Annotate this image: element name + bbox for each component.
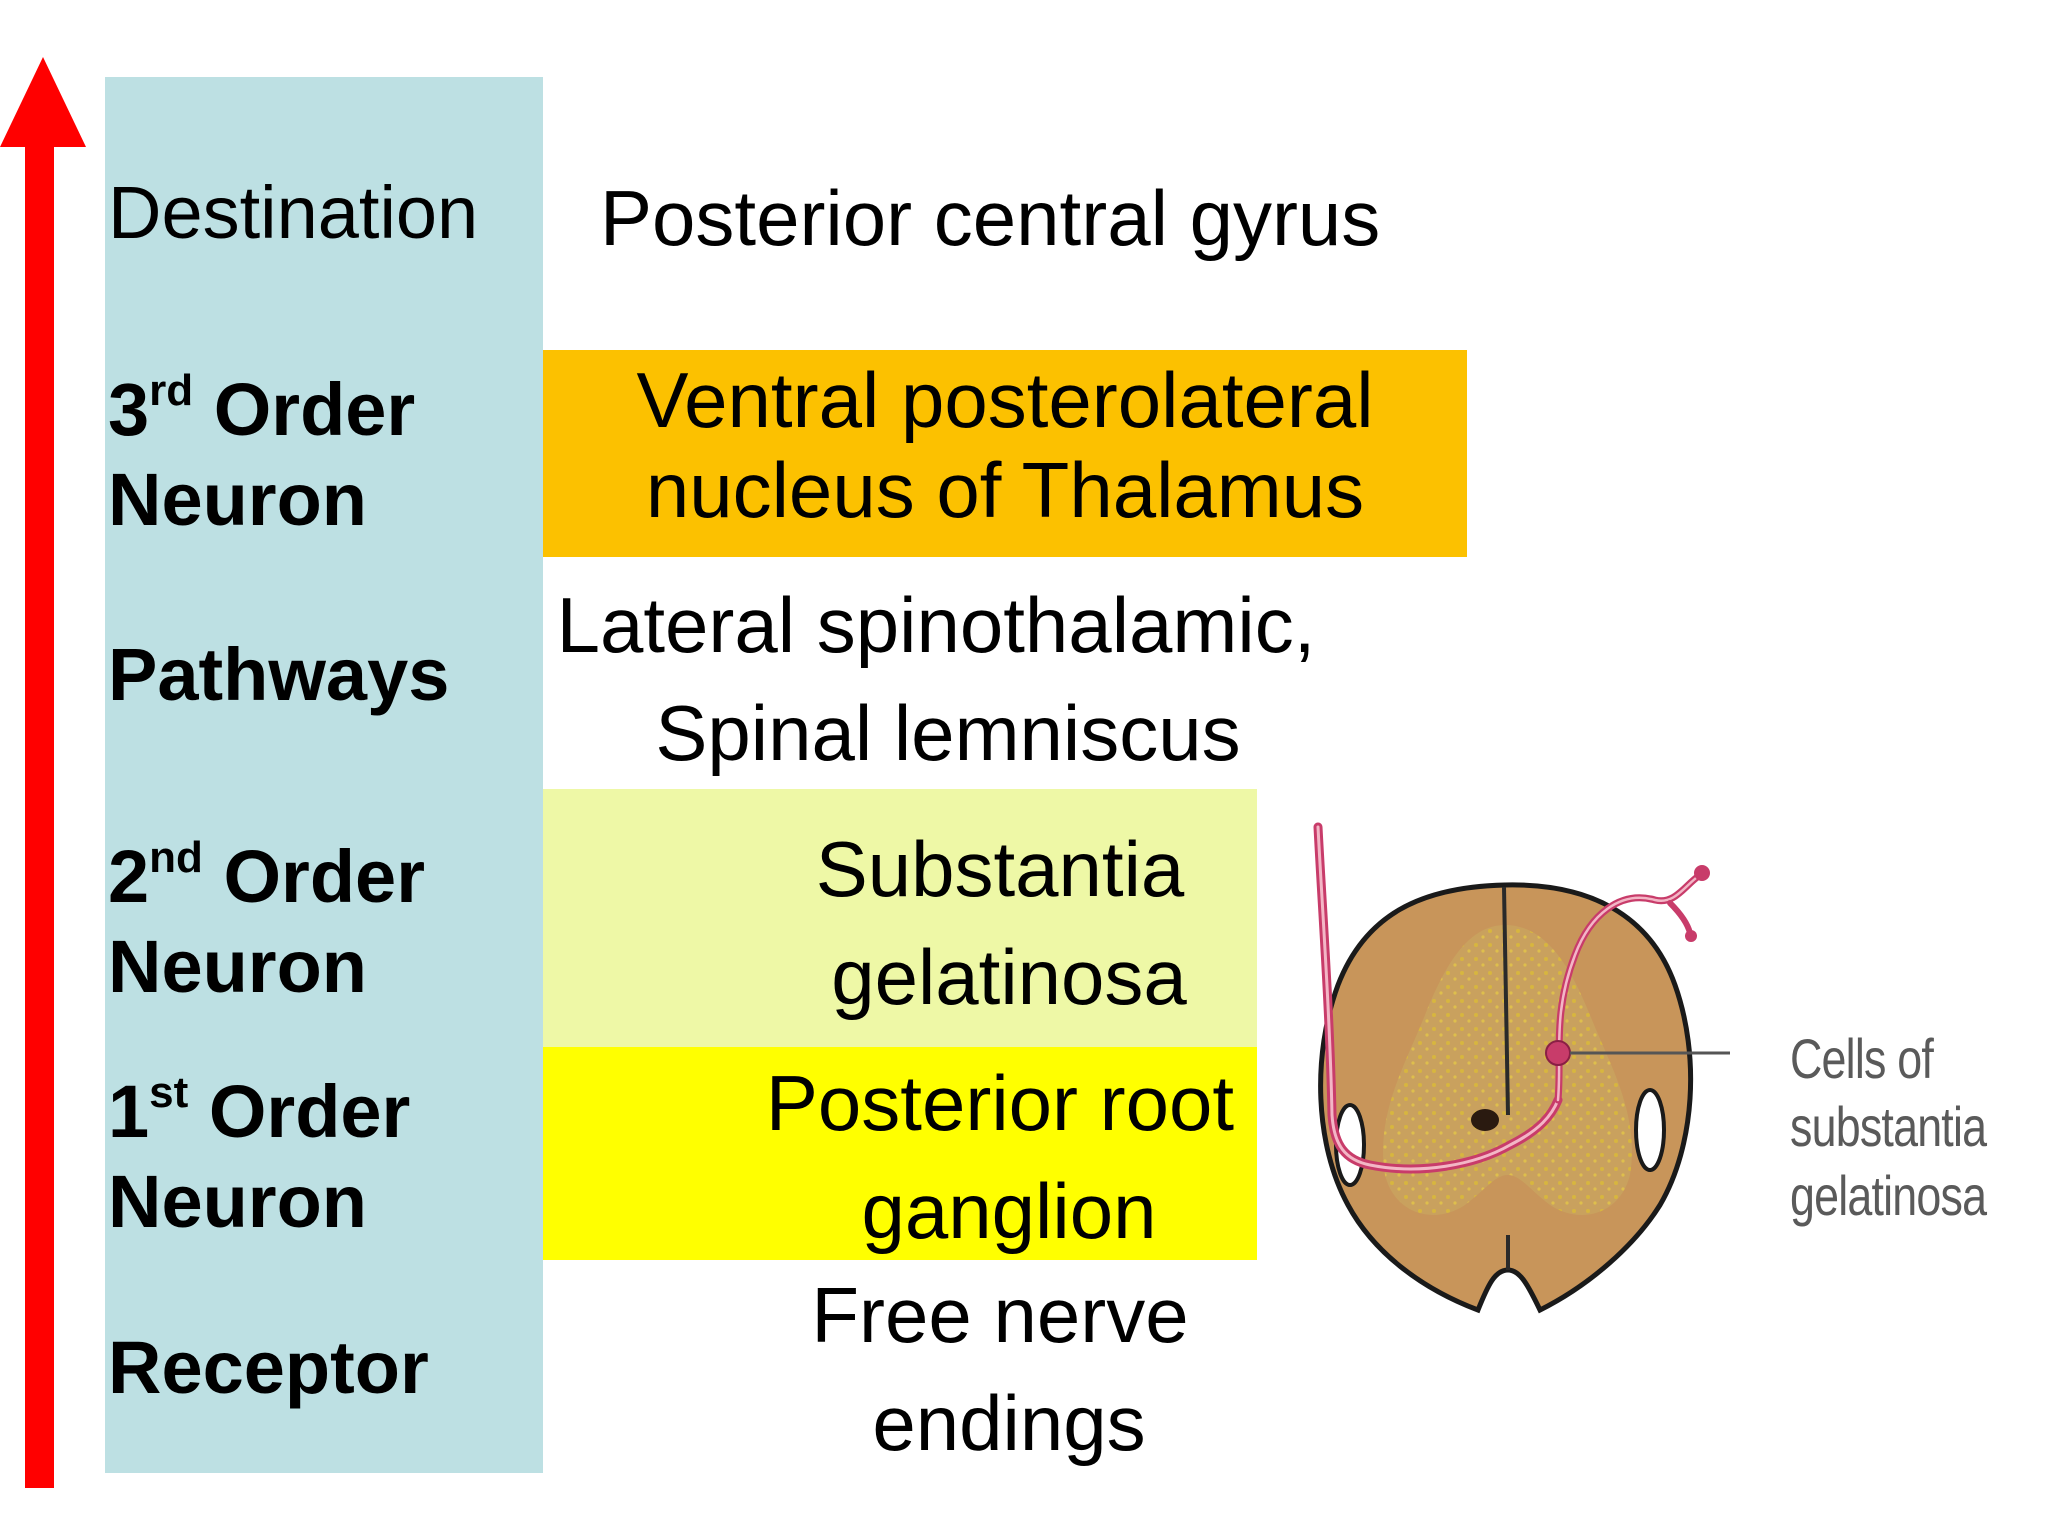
third-order-box [543, 350, 1467, 557]
second-sup: nd [149, 833, 203, 882]
caption-line1: Cells of [1790, 1027, 1934, 1090]
value-third-order: Ventral posterolateral nucleus of Thalam… [543, 356, 1467, 535]
receptor-line1: Free nerve [811, 1271, 1189, 1359]
value-pathways: Lateral spinothalamic, Spinal lemniscus [543, 572, 1467, 787]
substantia-gelatinosa-cell [1545, 1040, 1571, 1066]
third-sup: rd [149, 366, 194, 415]
first-num: 1 [108, 1070, 150, 1153]
nerve-fiber-left-inner [1316, 825, 1560, 1171]
value-second-order: Substantia gelatinosa [700, 816, 1300, 1031]
label-second-order-neuron: 2nd Order Neuron [108, 832, 425, 1013]
second-line1: Substantia [815, 825, 1185, 913]
third-line2: nucleus of Thalamus [645, 445, 1365, 534]
receptor-text: Receptor [108, 1326, 429, 1409]
second-line2: gelatinosa [831, 932, 1187, 1021]
value-destination: Posterior central gyrus [600, 165, 1380, 273]
caption-line2: substantia [1790, 1095, 1987, 1159]
upward-red-arrow [0, 57, 86, 1488]
third-line1: Ventral posterolateral [636, 356, 1374, 444]
arrow-shaft [25, 145, 54, 1488]
fiber-branch [1667, 900, 1693, 936]
label-third-order-neuron: 3rd Order Neuron [108, 365, 415, 546]
label-column [105, 77, 543, 1473]
illustration-caption: Cells of substantia gelatinosa [1790, 1025, 1987, 1230]
label-receptor: Receptor [108, 1323, 429, 1413]
fiber-terminal-top [1694, 865, 1710, 881]
destination-value: Posterior central gyrus [600, 174, 1381, 262]
first-sup: st [149, 1068, 189, 1117]
receptor-line2: endings [872, 1378, 1146, 1467]
fiber-terminal-branch [1685, 930, 1697, 942]
arrow-head [0, 57, 86, 147]
label-destination: Destination [108, 168, 478, 258]
third-neuron-text: Neuron [108, 458, 367, 542]
third-order-text: Order [213, 368, 416, 451]
first-line2: ganglion [861, 1166, 1157, 1255]
median-septum [1502, 886, 1510, 1116]
first-order-box [543, 1047, 1257, 1260]
caption-line3: gelatinosa [1790, 1163, 1987, 1227]
third-num: 3 [108, 368, 150, 451]
second-neuron-text: Neuron [108, 925, 367, 1009]
value-receptor: Free nerve endings [700, 1262, 1300, 1477]
label-pathways: Pathways [108, 630, 449, 720]
destination-text: Destination [108, 171, 479, 254]
label-first-order-neuron: 1st Order Neuron [108, 1067, 410, 1248]
pathways-text: Pathways [108, 633, 450, 716]
right-white-oval [1634, 1088, 1666, 1172]
pathways-line2: Spinal lemniscus [655, 688, 1241, 777]
pathways-line1: Lateral spinothalamic, [556, 581, 1316, 669]
second-order-text: Order [223, 835, 425, 918]
first-order-text: Order [208, 1070, 411, 1153]
second-num: 2 [108, 835, 150, 918]
second-order-box [543, 789, 1257, 1047]
spinal-cord-illustration [1313, 822, 1730, 1314]
central-canal [1471, 1109, 1499, 1131]
first-line1: Posterior root [765, 1059, 1235, 1147]
value-first-order: Posterior root ganglion [700, 1050, 1300, 1265]
first-neuron-text: Neuron [108, 1160, 367, 1244]
